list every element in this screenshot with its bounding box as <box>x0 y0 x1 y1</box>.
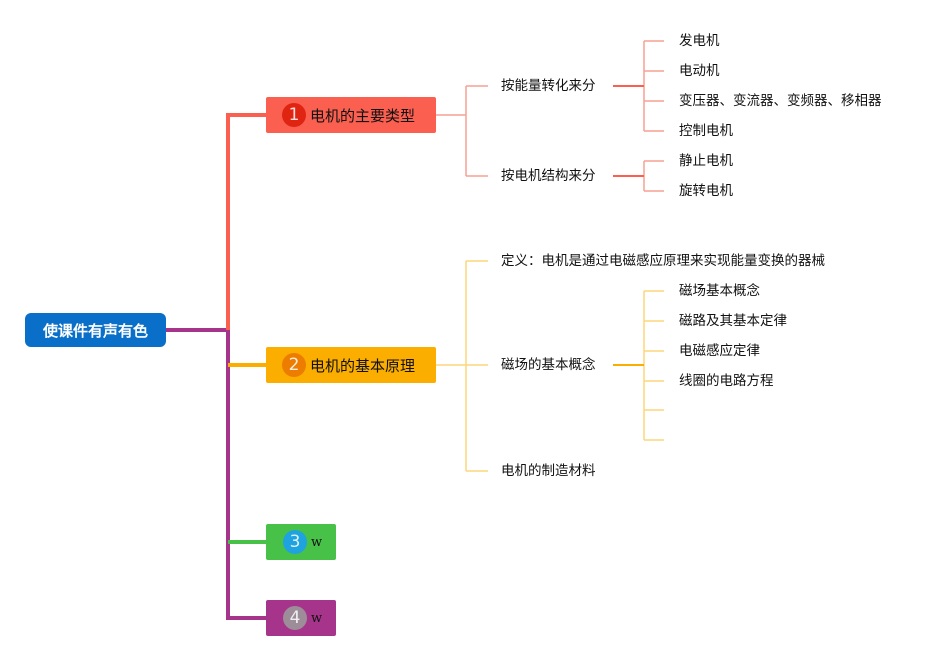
branch-label: w <box>311 610 323 626</box>
topic-generator[interactable]: 发电机 <box>679 33 720 49</box>
topic-materials[interactable]: 电机的制造材料 <box>501 463 596 479</box>
topic-coil-circuit-equation[interactable]: 线圈的电路方程 <box>679 373 774 389</box>
topic-static-machine[interactable]: 静止电机 <box>679 153 733 169</box>
number-badge-4: 4 <box>283 606 307 630</box>
topic-control-motor[interactable]: 控制电机 <box>679 123 733 139</box>
topic-electromagnetic-induction[interactable]: 电磁感应定律 <box>679 343 760 359</box>
topic-by-structure[interactable]: 按电机结构来分 <box>501 168 596 184</box>
topic-motor[interactable]: 电动机 <box>679 63 720 79</box>
topic-magnetic-field-concepts[interactable]: 磁场的基本概念 <box>501 357 596 373</box>
root-topic-label: 使课件有声有色 <box>42 321 148 340</box>
topic-magnetic-circuit-laws[interactable]: 磁路及其基本定律 <box>679 313 787 329</box>
branch-4[interactable]: 4 w <box>266 600 336 636</box>
branch-3[interactable]: 3 w <box>266 524 336 560</box>
topic-definition[interactable]: 定义：电机是通过电磁感应原理来实现能量变换的器械 <box>501 253 825 269</box>
number-badge-2: 2 <box>282 353 306 377</box>
number-badge-3: 3 <box>283 530 307 554</box>
root-topic[interactable]: 使课件有声有色 <box>25 313 166 347</box>
branch-main-types[interactable]: 1 电机的主要类型 <box>266 97 436 133</box>
number-badge-1: 1 <box>282 103 306 127</box>
branch-basic-principles[interactable]: 2 电机的基本原理 <box>266 347 436 383</box>
topic-rotating-machine[interactable]: 旋转电机 <box>679 183 733 199</box>
branch-label: 电机的基本原理 <box>310 356 416 375</box>
branch-label: 电机的主要类型 <box>310 106 416 125</box>
topic-by-energy-conversion[interactable]: 按能量转化来分 <box>501 78 596 94</box>
topic-magnetic-field-basics[interactable]: 磁场基本概念 <box>679 283 760 299</box>
branch-label: w <box>311 534 323 550</box>
topic-transformers[interactable]: 变压器、变流器、变频器、移相器 <box>679 93 882 109</box>
